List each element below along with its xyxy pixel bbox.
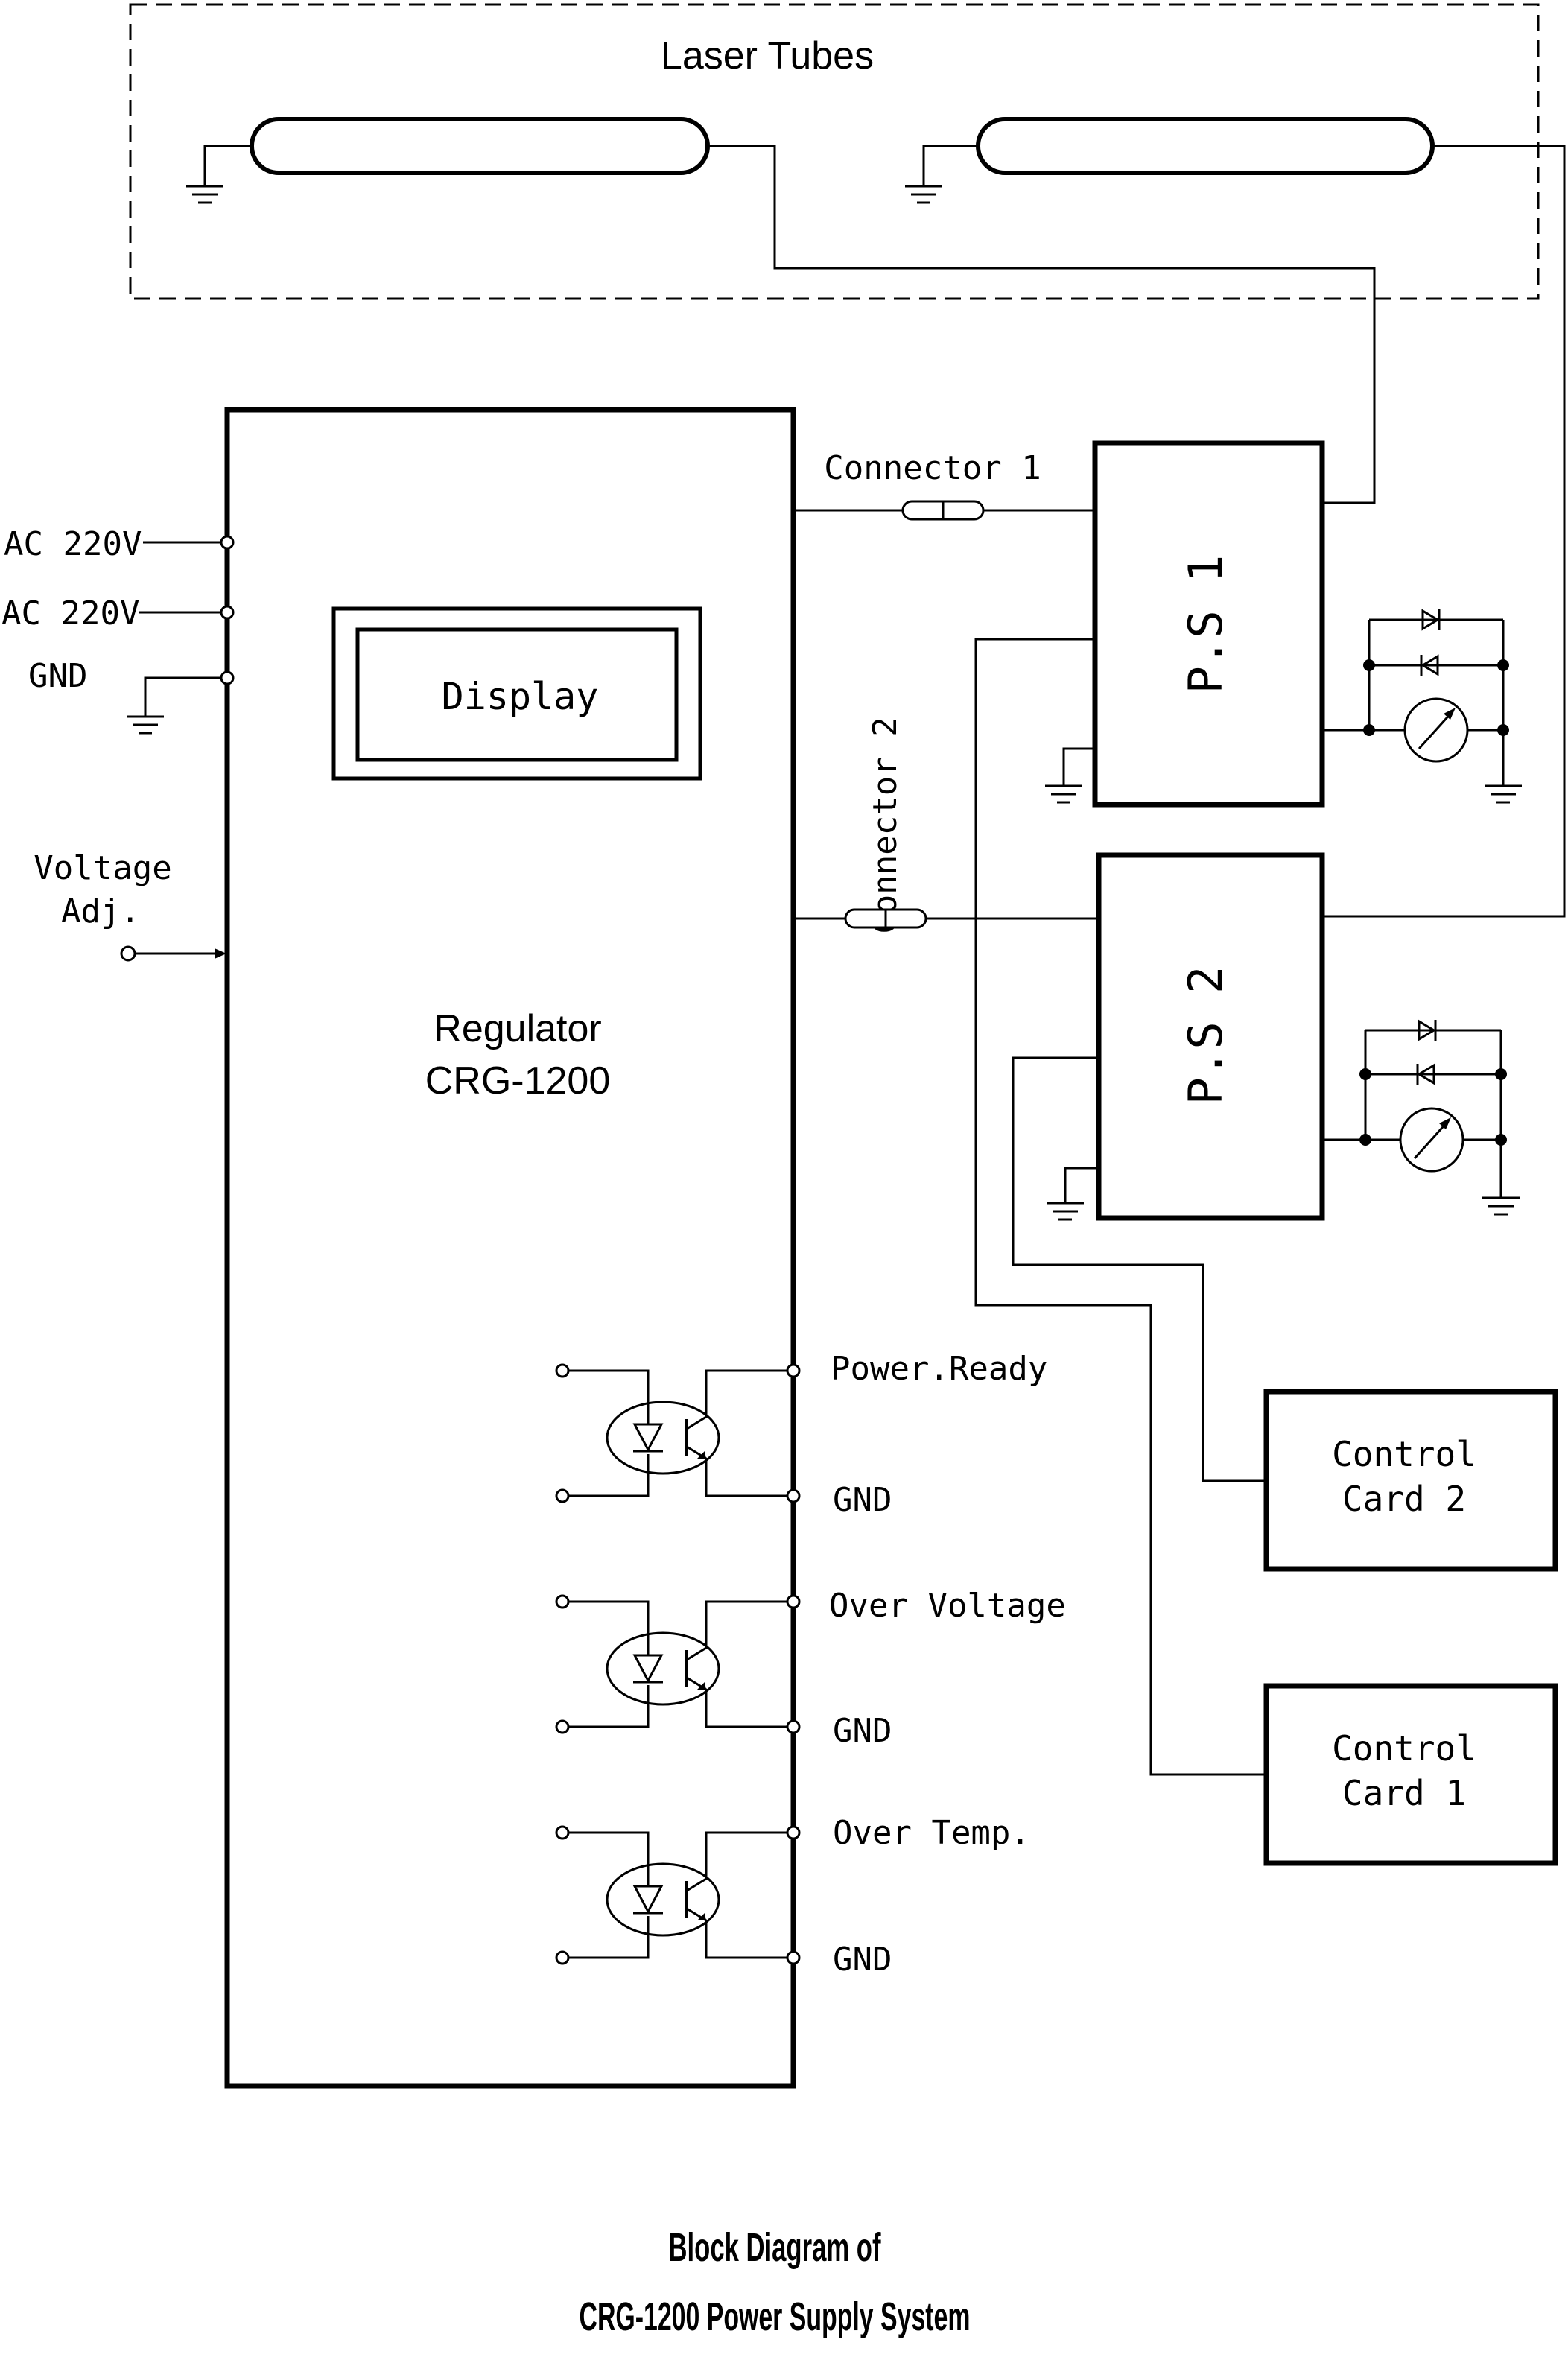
control-card-2 xyxy=(1263,1389,1558,1572)
voltage-adj-label-2: Adj. xyxy=(61,892,140,930)
ground-icon xyxy=(186,185,223,204)
ac-input-1-label: AC 220V xyxy=(4,525,142,563)
control-card-2-label-1: Control xyxy=(1332,1434,1476,1474)
display-panel-inner xyxy=(355,627,679,762)
ground-icon xyxy=(127,715,164,735)
display-label: Display xyxy=(442,675,599,718)
ps1-to-control-card-1-wire xyxy=(974,638,1266,1776)
ground-icon xyxy=(1045,784,1082,804)
over-temp-label: Over Temp. xyxy=(833,1814,1030,1852)
gnd-label-1: GND xyxy=(833,1481,892,1519)
gnd-input-label: GND xyxy=(28,657,87,695)
connector-2-group: Connector 2 xyxy=(793,717,1099,934)
diode-icon xyxy=(1421,609,1441,631)
connector-2-label: Connector 2 xyxy=(866,717,904,933)
input-terminals: AC 220V AC 220V GND Voltage Adj. xyxy=(1,525,235,962)
power-supply-1-label: P.S 1 xyxy=(1178,555,1233,694)
diode-icon xyxy=(1418,1019,1437,1041)
ac-input-2-label: AC 220V xyxy=(1,594,139,632)
tube2-to-ps2-wire xyxy=(1322,145,1566,918)
gnd-label-2: GND xyxy=(833,1712,892,1750)
gnd-input-terminal xyxy=(220,670,235,685)
power-supply-2-group: P.S 2 xyxy=(1047,852,1520,1221)
laser-tubes-label: Laser Tubes xyxy=(661,34,874,77)
display-panel-outer xyxy=(331,606,702,781)
caption-line-1: Block Diagram of xyxy=(669,2225,882,2270)
tube1-to-ps1-wire xyxy=(708,145,1376,504)
regulator-model: CRG-1200 xyxy=(425,1059,611,1103)
ground-icon xyxy=(905,185,942,204)
meter-icon xyxy=(1399,1107,1464,1173)
ground-icon xyxy=(1047,1202,1084,1221)
voltage-adj-terminal xyxy=(120,945,136,962)
control-card-1-label-2: Card 1 xyxy=(1342,1773,1466,1813)
regulator-name: Regulator xyxy=(434,1007,601,1050)
power-supply-1 xyxy=(1092,440,1325,808)
voltage-adj-label-1: Voltage xyxy=(34,849,171,887)
control-card-1 xyxy=(1263,1683,1558,1866)
optocoupler-over-temp xyxy=(555,1825,801,1965)
connector-1-label: Connector 1 xyxy=(824,449,1041,487)
laser-tube-1 xyxy=(250,117,710,175)
caption-line-2: CRG-1200 Power Supply System xyxy=(580,2294,971,2339)
power-supply-2-label: P.S 2 xyxy=(1178,966,1233,1106)
ac-input-1-terminal xyxy=(220,535,235,550)
ps2-to-control-card-2-wire xyxy=(1012,1056,1266,1482)
connector-1-group: Connector 1 xyxy=(793,449,1095,521)
laser-tubes-group: Laser Tubes xyxy=(129,3,1540,300)
ground-icon xyxy=(1485,784,1522,804)
control-card-2-label-2: Card 2 xyxy=(1342,1479,1466,1519)
diode-icon xyxy=(1416,1063,1435,1085)
over-voltage-label: Over Voltage xyxy=(829,1587,1066,1625)
meter-icon xyxy=(1403,697,1469,763)
power-supply-2 xyxy=(1096,852,1325,1221)
laser-tube-2 xyxy=(976,117,1435,175)
control-card-1-label-1: Control xyxy=(1332,1728,1476,1769)
voltage-adj-arrow-icon xyxy=(215,948,226,959)
diode-icon xyxy=(1420,654,1439,676)
ac-input-2-terminal xyxy=(220,605,235,620)
laser-tubes-enclosure xyxy=(129,3,1540,300)
power-ready-label: Power.Ready xyxy=(831,1350,1047,1388)
power-supply-1-group: P.S 1 xyxy=(1045,440,1522,808)
optocoupler-over-voltage xyxy=(555,1594,801,1734)
optocoupler-power-ready xyxy=(555,1363,801,1503)
gnd-label-3: GND xyxy=(833,1941,892,1979)
ground-icon xyxy=(1482,1196,1520,1216)
regulator-box xyxy=(224,407,796,2089)
